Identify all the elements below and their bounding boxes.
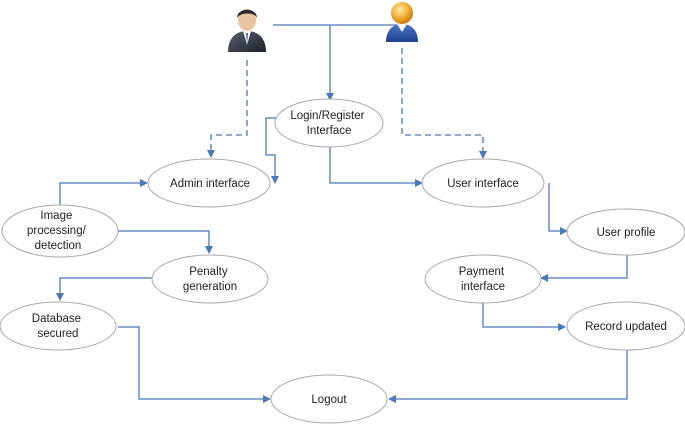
node-payment (424, 254, 542, 304)
label-payment: Payment interface (459, 266, 508, 293)
user-person-icon (386, 2, 418, 42)
node-user-interface (421, 158, 545, 208)
label-logout: Logout (311, 394, 347, 406)
connector-database-to-logout (118, 326, 271, 403)
label-penalty: Penalty generation (183, 266, 237, 293)
node-record-updated (566, 301, 685, 351)
label-database: Database secured (32, 313, 84, 340)
label-user-interface: User interface (447, 178, 519, 190)
admin-person-icon (228, 9, 266, 52)
connector-payment-to-record-updated (482, 297, 566, 331)
connector-login-to-admin-interface (265, 117, 279, 184)
label-image-processing: Image processing/ detection (27, 210, 89, 252)
connector-login-to-user-interface (329, 146, 423, 187)
label-login: Login/Register Interface (290, 110, 367, 137)
connector-user-profile-to-payment (540, 253, 628, 282)
connector-record-updated-to-logout (388, 349, 628, 403)
connector-penalty-to-database (56, 277, 152, 301)
node-image-processing (1, 204, 119, 258)
label-record-updated: Record updated (585, 321, 667, 333)
connector-user-to-user-interface (401, 48, 487, 159)
connector-admin-user-to-login (273, 24, 402, 100)
connector-image-processing-to-admin-interface (59, 179, 148, 210)
connector-admin-to-admin-interface (207, 60, 248, 158)
node-user-profile (566, 208, 685, 256)
connector-user-interface-to-user-profile (548, 183, 568, 235)
node-login (274, 98, 384, 148)
node-penalty (151, 254, 269, 304)
connector-image-processing-to-penalty (118, 230, 213, 254)
node-database (0, 301, 117, 351)
node-logout (270, 374, 388, 424)
node-admin-interface (147, 158, 271, 208)
label-admin-interface: Admin interface (170, 178, 250, 190)
label-user-profile: User profile (597, 227, 656, 239)
